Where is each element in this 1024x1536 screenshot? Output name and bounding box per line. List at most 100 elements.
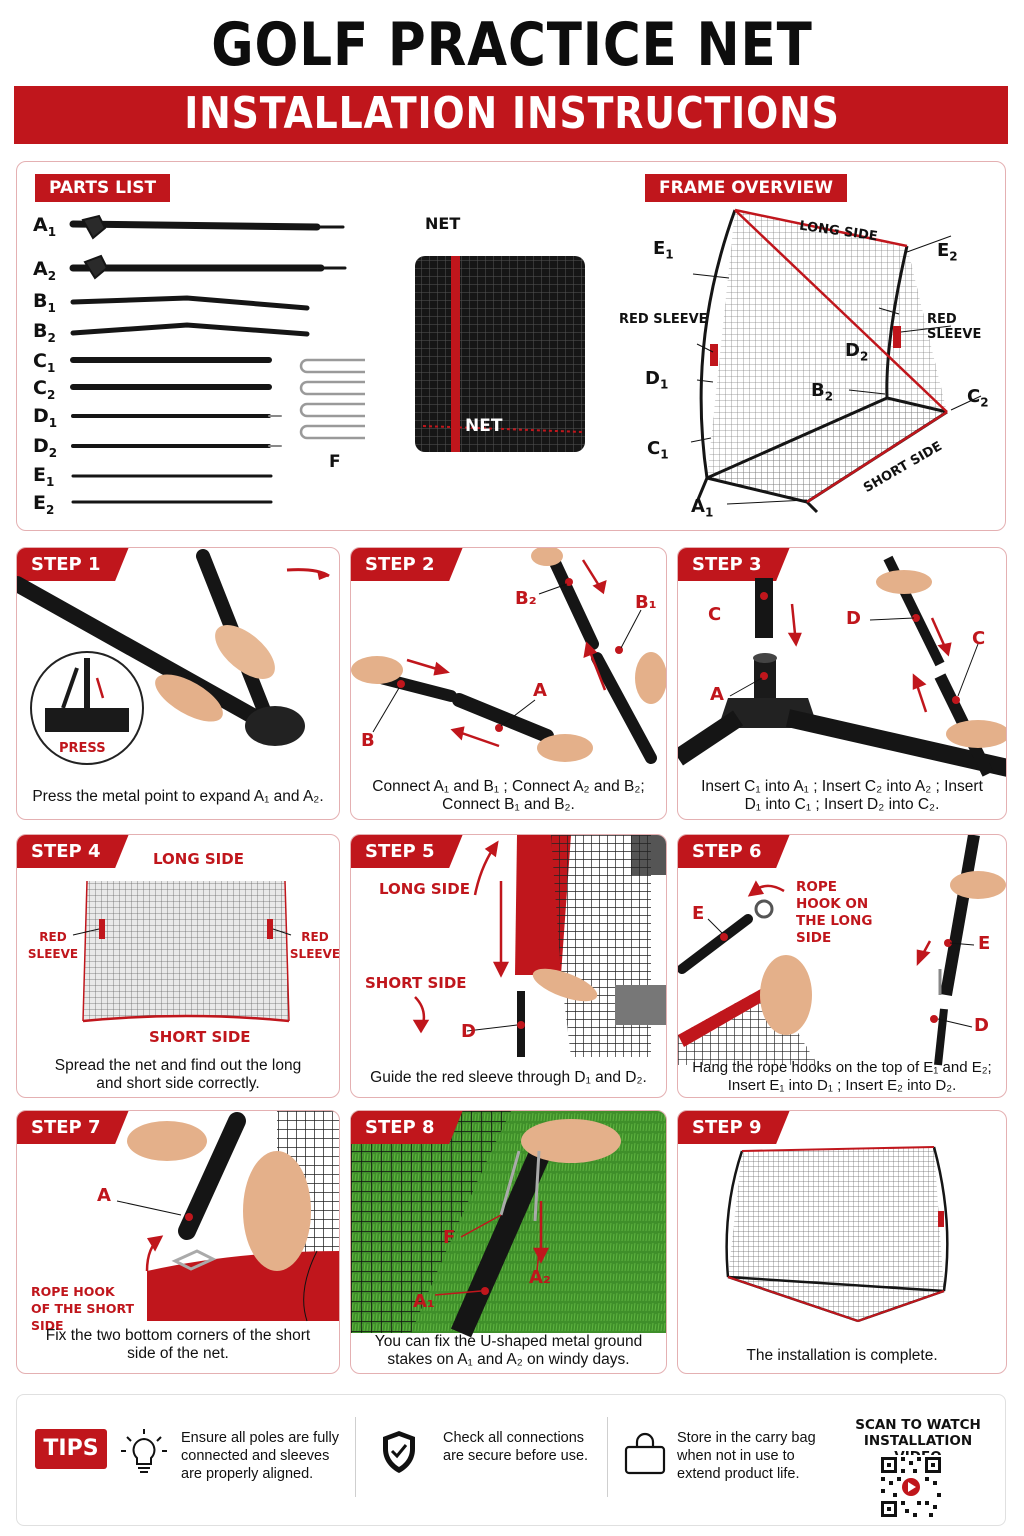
step-3-tag: STEP 3 — [678, 548, 790, 581]
page-subtitle: INSTALLATION INSTRUCTIONS — [184, 88, 840, 139]
step-3-panel: STEP 3 C D C A Insert C₁ into A₁ ; Inser… — [677, 547, 1007, 820]
step-6-label-d: D — [974, 1015, 989, 1036]
tips-badge: TIPS — [35, 1429, 107, 1469]
overview-red-sleeve-right: RED SLEEVE — [927, 312, 982, 342]
shield-check-icon — [383, 1431, 415, 1473]
step-1-press-label: PRESS — [59, 741, 106, 756]
step-6-tag: STEP 6 — [678, 835, 790, 868]
tip-text-1: Ensure all poles are fully connected and… — [181, 1430, 339, 1482]
step-5-short-side: SHORT SIDE — [365, 974, 467, 992]
step-1-panel: STEP 1 PRESS Press the metal point to ex… — [16, 547, 340, 820]
part-label-d1: D1 — [33, 405, 58, 430]
parts-list-tag: PARTS LIST — [35, 174, 171, 202]
step-2-panel: STEP 2 B₂ B₁ A B Connect A₁ and B₁ ; Con… — [350, 547, 667, 820]
ground-stakes — [299, 358, 365, 440]
stakes-label: F — [329, 452, 341, 472]
step-6-caption: Hang the rope hooks on the top of E₁ and… — [692, 1059, 992, 1094]
step-5-caption: Guide the red sleeve through D₁ and D₂. — [370, 1069, 647, 1086]
step-3-label-a: A — [710, 684, 724, 705]
part-label-c2: C2 — [33, 377, 56, 402]
step-3-label-c-right: C — [972, 628, 986, 649]
step-6-label-e-left: E — [692, 903, 705, 924]
step-6-panel: STEP 6 ROPE HOOK ON THE LONG SIDE E E — [677, 834, 1007, 1098]
step-4-illustration — [72, 880, 292, 1023]
step-5-tag: STEP 5 — [351, 835, 463, 868]
step-5-label-d: D — [461, 1021, 476, 1042]
overview-label-e2: E2 — [937, 240, 958, 264]
bag-icon — [624, 1432, 666, 1475]
step-8-panel: STEP 8 F A₂ A₁ You can fix the U-shaped … — [350, 1110, 667, 1374]
step-7-panel: STEP 7 A ROPE HOOK OF THE SHORT SIDE Fix… — [16, 1110, 340, 1374]
part-label-b2: B2 — [33, 320, 56, 345]
step-5-illustration — [412, 835, 666, 1057]
poles-illustration — [69, 214, 365, 504]
subtitle-banner — [14, 86, 1008, 144]
tips-panel: TIPS Ensure all poles are fully connecte… — [16, 1394, 1006, 1526]
step-6-hook-label: ROPE HOOK ON THE LONG SIDE — [796, 879, 873, 946]
step-4-long-side: LONG SIDE — [153, 850, 244, 868]
tips-divider-2 — [607, 1417, 608, 1497]
part-label-e2: E2 — [33, 492, 55, 517]
step-4-short-side: SHORT SIDE — [149, 1028, 251, 1046]
tip-text-2: Check all connections are secure before … — [443, 1430, 589, 1464]
step-4-sleeve-right: RED SLEEVE — [289, 930, 340, 961]
step-8-label-a1: A₁ — [413, 1291, 435, 1312]
step-1-illustration — [17, 549, 330, 765]
net-bag-illustration — [415, 256, 585, 452]
step-9-caption: The installation is complete. — [746, 1347, 938, 1364]
step-2-label-b2: B₂ — [515, 588, 537, 609]
part-label-c1: C1 — [33, 350, 56, 375]
step-1-caption: Press the metal point to expand A₁ and A… — [32, 788, 324, 805]
part-label-b1: B1 — [33, 290, 56, 315]
overview-label-a1: A1 — [691, 496, 714, 520]
step-2-caption: Connect A₁ and B₁ ; Connect A₂ and B₂; C… — [372, 778, 645, 813]
step-5-long-side: LONG SIDE — [379, 880, 470, 898]
step-7-illustration — [116, 1111, 339, 1322]
net-bag-label: NET — [465, 416, 503, 436]
step-8-label-a2: A₂ — [529, 1267, 551, 1288]
parts-overview-panel: PARTS LIST FRAME OVERVIEW A1 A2 B1 B2 C1… — [16, 161, 1006, 531]
step-4-panel: STEP 4 LONG SIDE SHORT SIDE RED SLEEVE R… — [16, 834, 340, 1098]
overview-label-b2: B2 — [811, 380, 834, 404]
step-4-tag: STEP 4 — [17, 835, 129, 868]
step-3-caption: Insert C₁ into A₁ ; Insert C₂ into A₂ ; … — [701, 778, 983, 813]
step-3-label-c-left: C — [708, 604, 722, 625]
part-label-d2: D2 — [33, 435, 58, 460]
step-9-panel: STEP 9 The installation is complete. — [677, 1110, 1007, 1374]
step-3-illustration — [678, 555, 1006, 777]
lightbulb-icon — [121, 1429, 167, 1473]
step-2-label-a: A — [533, 680, 547, 701]
overview-label-d2: D2 — [845, 340, 869, 364]
tips-divider-1 — [355, 1417, 356, 1497]
step-7-label-a: A — [97, 1185, 111, 1206]
qr-title: SCAN TO WATCH INSTALLATION VIDEO — [855, 1417, 981, 1465]
frame-overview-illustration — [690, 208, 982, 514]
step-3-label-d: D — [846, 608, 861, 629]
part-label-e1: E1 — [33, 464, 55, 489]
step-8-illustration — [351, 1111, 666, 1338]
overview-red-sleeve-left: RED SLEEVE — [619, 312, 708, 327]
step-2-label-b1: B₁ — [635, 592, 657, 613]
step-5-panel: STEP 5 LONG SIDE SHORT SIDE D Guide the … — [350, 834, 667, 1098]
step-2-tag: STEP 2 — [351, 548, 463, 581]
frame-overview-tag: FRAME OVERVIEW — [645, 174, 848, 202]
overview-label-d1: D1 — [645, 368, 669, 392]
step-6-label-e-right: E — [978, 933, 991, 954]
tip-text-3: Store in the carry bag when not in use t… — [677, 1430, 816, 1482]
part-label-a1: A1 — [33, 214, 57, 239]
step-8-caption: You can fix the U-shaped metal ground st… — [374, 1333, 643, 1368]
part-label-a2: A2 — [33, 258, 57, 283]
step-4-sleeve-left: RED SLEEVE — [27, 930, 79, 961]
net-label: NET — [425, 214, 461, 233]
step-2-label-b: B — [361, 730, 375, 751]
page-title: GOLF PRACTICE NET — [211, 10, 813, 80]
step-8-tag: STEP 8 — [351, 1111, 463, 1144]
step-9-illustration — [725, 1146, 949, 1323]
step-2-illustration — [351, 548, 666, 764]
step-7-hook-label: ROPE HOOK OF THE SHORT SIDE — [31, 1284, 135, 1333]
qr-code-icon[interactable] — [879, 1455, 943, 1519]
step-7-caption: Fix the two bottom corners of the short … — [45, 1327, 311, 1362]
step-6-illustration — [678, 835, 1006, 1066]
overview-label-c2: C2 — [967, 386, 989, 410]
step-4-caption: Spread the net and find out the long and… — [54, 1057, 302, 1092]
